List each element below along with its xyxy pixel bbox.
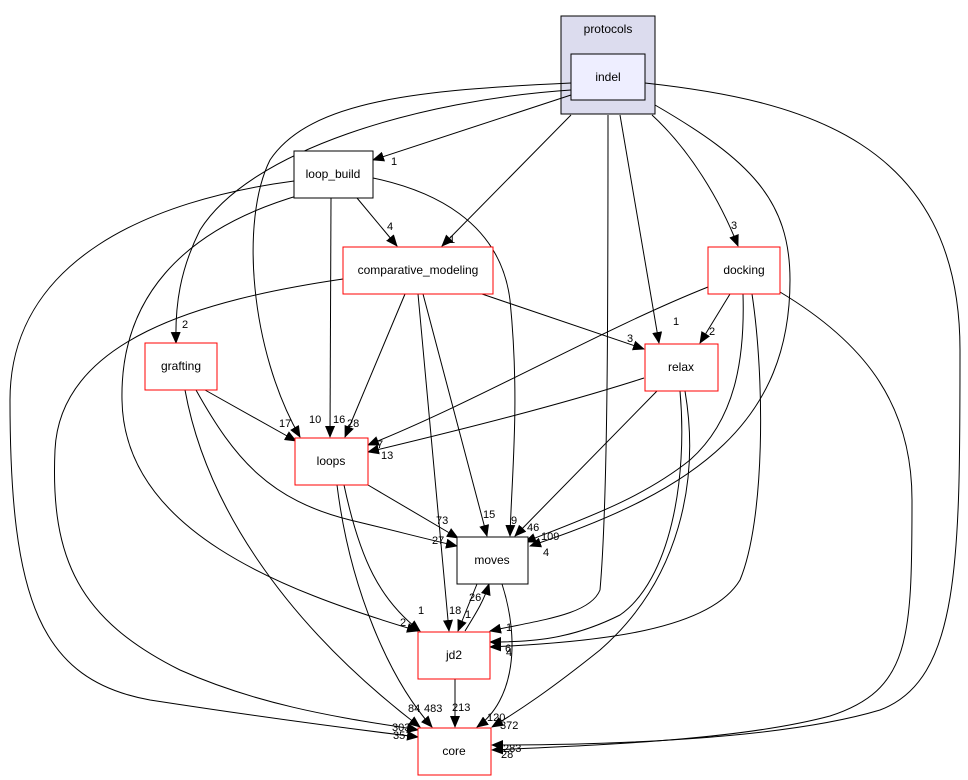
node-jd2[interactable]: jd2 <box>417 631 491 680</box>
edge-docking-relax: 2 <box>699 293 731 344</box>
node-comparative-modeling-label: comparative_modeling <box>358 263 479 277</box>
node-core[interactable]: core <box>417 727 492 776</box>
cluster-protocols-label: protocols <box>584 22 633 36</box>
node-grafting[interactable]: grafting <box>144 342 218 391</box>
edge-label: 10 <box>309 414 321 426</box>
node-moves[interactable]: moves <box>456 536 529 585</box>
node-grafting-label: grafting <box>161 359 201 373</box>
edge-comparative-modeling-moves: 15 <box>422 293 495 537</box>
edge-label: 26 <box>469 592 481 604</box>
node-docking[interactable]: docking <box>707 246 781 295</box>
edge-label: 3 <box>627 333 633 345</box>
edge-label: 1 <box>465 609 471 621</box>
edge-label: 1 <box>506 622 512 634</box>
edge-indel-comparative-modeling: 1 <box>441 114 572 247</box>
edge-label: 1 <box>673 316 679 328</box>
edge-relax-jd2: 4 <box>489 390 683 659</box>
edge-comparative-modeling-loops: 28 <box>344 293 406 438</box>
edge-comparative-modeling-jd2: 18 <box>417 293 461 632</box>
edge-label: 27 <box>432 535 444 547</box>
edge-indel-loop-build: 1 <box>372 94 572 168</box>
edge-jd2-core: 213 <box>450 679 470 728</box>
node-loop-build-label: loop_build <box>306 167 361 181</box>
edge-loop-build-comparative-modeling: 4 <box>356 197 398 247</box>
edge-docking-moves: 46 <box>524 293 744 543</box>
node-loop-build[interactable]: loop_build <box>293 150 374 199</box>
edge-label: 73 <box>436 515 448 527</box>
edge-label: 120 <box>487 712 505 724</box>
edge-relax-loops: 13 <box>367 377 645 462</box>
edge-label: 2 <box>400 617 406 629</box>
edge-label: 4 <box>387 221 393 233</box>
edge-indel-grafting: 2 <box>170 89 572 344</box>
edge-label: 28 <box>347 418 359 430</box>
edges-layer: 1 1 3 2 1 10 109 1 <box>9 82 961 761</box>
edge-label: 3 <box>731 220 737 232</box>
edge-label: 16 <box>333 414 345 426</box>
edge-loop-build-moves: 9 <box>372 177 517 537</box>
edge-grafting-moves: 27 <box>195 389 458 549</box>
node-loops-label: loops <box>317 454 346 468</box>
edge-label: 372 <box>500 720 518 732</box>
edge-indel-core: 283 <box>491 82 961 755</box>
node-indel-label: indel <box>595 70 620 84</box>
node-core-label: core <box>442 744 466 758</box>
node-jd2-label: jd2 <box>445 648 462 662</box>
edge-docking-loops: 7 <box>367 286 709 451</box>
edge-docking-core: 28 <box>491 291 913 761</box>
edge-grafting-core: 84 <box>184 389 421 728</box>
edge-label: 7 <box>377 439 383 451</box>
edge-label: 18 <box>449 605 461 617</box>
edge-jd2-moves: 26 <box>464 583 491 632</box>
node-comparative-modeling[interactable]: comparative_modeling <box>342 246 494 295</box>
edge-grafting-loops: 17 <box>204 389 297 442</box>
edge-comparative-modeling-core: 303 <box>53 278 419 734</box>
node-relax[interactable]: relax <box>644 343 719 392</box>
edge-moves-jd2: 1 <box>457 583 478 632</box>
edge-docking-jd2: 6 <box>489 293 762 655</box>
edge-loop-build-jd2: 2 <box>121 194 419 633</box>
edge-indel-docking: 3 <box>651 114 739 247</box>
edge-label: 15 <box>483 509 495 521</box>
edge-label: 4 <box>543 547 549 559</box>
edge-label: 35 <box>393 730 405 742</box>
node-docking-label: docking <box>723 263 764 277</box>
edge-relax-moves: 4 <box>514 390 658 559</box>
edge-label: 303 <box>392 722 410 734</box>
edge-label: 1 <box>449 234 455 246</box>
edge-label: 9 <box>511 515 517 527</box>
edge-label: 28 <box>501 749 513 761</box>
edge-comparative-modeling-relax: 3 <box>481 293 645 351</box>
edge-indel-loops: 10 <box>252 82 572 438</box>
edge-label: 1 <box>391 156 397 168</box>
edge-indel-jd2: 1 <box>489 114 609 634</box>
edge-label: 1 <box>418 605 424 617</box>
edge-label: 109 <box>541 531 559 543</box>
edge-label: 84 <box>408 703 420 715</box>
edge-label: 46 <box>527 522 539 534</box>
edge-label: 6 <box>505 643 511 655</box>
node-indel[interactable]: indel <box>570 53 646 101</box>
edge-label: 213 <box>452 702 470 714</box>
edge-loops-jd2: 1 <box>343 484 424 632</box>
nodes-layer: indel loop_build comparative_modeling do… <box>144 53 781 776</box>
edge-loops-moves: 73 <box>367 484 459 539</box>
node-relax-label: relax <box>668 360 694 374</box>
node-loops[interactable]: loops <box>294 437 369 486</box>
edge-loops-core: 483 <box>336 484 442 728</box>
edge-indel-moves: 109 <box>529 104 791 548</box>
edge-moves-core: 120 <box>476 583 513 728</box>
edge-label: 2 <box>709 326 715 338</box>
node-moves-label: moves <box>474 553 509 567</box>
edge-label: 483 <box>424 703 442 715</box>
edge-label: 2 <box>182 319 188 331</box>
edge-label: 4 <box>506 647 512 659</box>
edge-indel-relax: 1 <box>619 114 679 344</box>
edge-label: 13 <box>381 450 393 462</box>
edge-label: 17 <box>279 418 291 430</box>
edge-relax-core: 372 <box>491 390 691 732</box>
edge-loop-build-loops: 16 <box>325 197 345 438</box>
edge-loop-build-core: 35 <box>9 180 419 742</box>
